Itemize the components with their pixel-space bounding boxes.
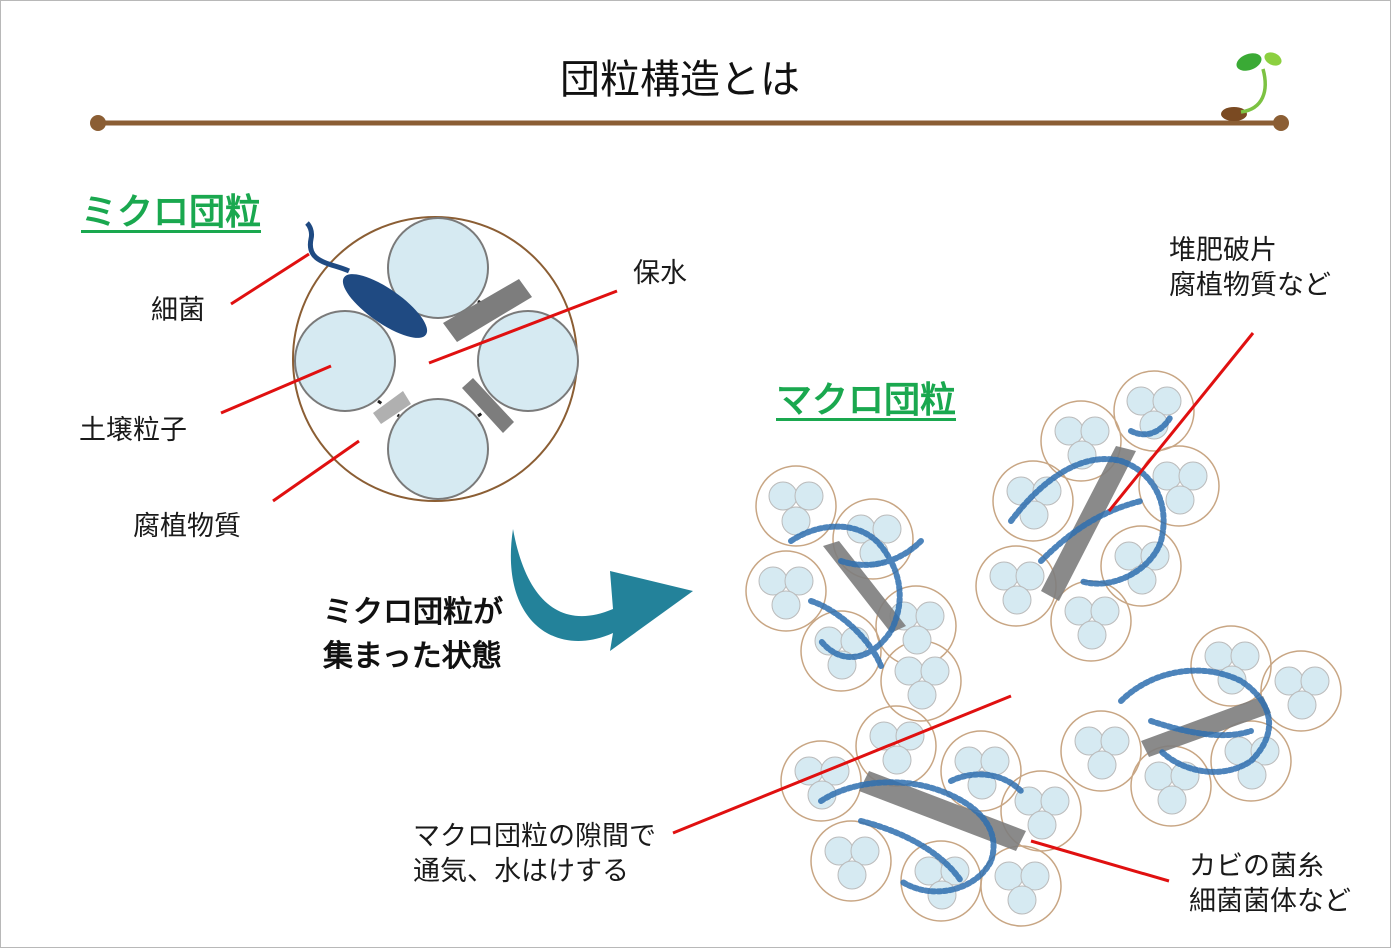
label-compost: 堆肥破片 腐植物質など — [1169, 233, 1331, 303]
transition-caption: ミクロ団粒が 集まった状態 — [323, 591, 503, 678]
sprout-icon — [1221, 52, 1282, 121]
branch-divider — [90, 115, 1289, 131]
transition-line-2: 集まった状態 — [323, 638, 502, 674]
page-title: 団粒構造とは — [560, 57, 800, 103]
label-humus: 腐植物質 — [133, 511, 241, 542]
label-water-retention: 保水 — [633, 258, 687, 289]
label-bacteria: 細菌 — [151, 295, 205, 326]
leader-lines-micro — [220, 252, 618, 503]
transition-line-1: ミクロ団粒が — [323, 595, 503, 630]
fungal-hyphae — [788, 413, 1272, 895]
fungi-line-2: 細菌菌体など — [1189, 886, 1351, 918]
label-gap: マクロ団粒の隙間で 通気、水はけする — [413, 819, 656, 889]
gap-line-2: 通気、水はけする — [413, 856, 629, 888]
bacteria-icon — [305, 221, 428, 338]
compost-line-2: 腐植物質など — [1169, 270, 1331, 302]
label-fungi: カビの菌糸 細菌菌体など — [1189, 849, 1351, 919]
micro-particles — [758, 386, 1330, 915]
micro-heading: ミクロ団粒 — [81, 192, 262, 233]
fungi-line-1: カビの菌糸 — [1189, 851, 1324, 882]
gap-line-1: マクロ団粒の隙間で — [413, 821, 656, 852]
macro-heading: マクロ団粒 — [776, 380, 957, 421]
humus-pieces — [373, 279, 532, 433]
leader-lines-macro — [672, 332, 1255, 883]
compost-line-1: 堆肥破片 — [1169, 235, 1277, 266]
curved-arrow — [510, 529, 693, 651]
macro-aggregate-diagram — [745, 370, 1342, 927]
label-soil-particle: 土壌粒子 — [79, 415, 187, 446]
micro-aggregate-diagram — [292, 216, 579, 502]
